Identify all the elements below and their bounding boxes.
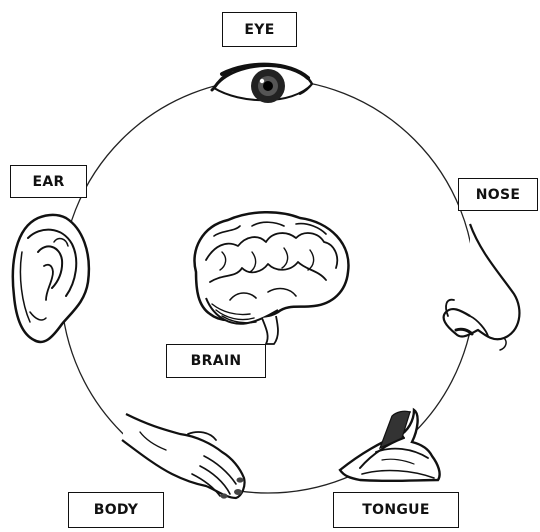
brain-label: BRAIN (166, 344, 266, 378)
ear-illustration (13, 215, 89, 342)
hand-illustration (122, 414, 245, 499)
eye-illustration (212, 65, 312, 103)
brain-illustration (194, 212, 348, 344)
ear-label: EAR (10, 165, 87, 198)
nose-label: NOSE (458, 178, 538, 211)
eye-label: EYE (222, 12, 297, 47)
body-label: BODY (68, 492, 164, 528)
tongue-label: TONGUE (333, 492, 459, 528)
nose-illustration (444, 224, 520, 350)
